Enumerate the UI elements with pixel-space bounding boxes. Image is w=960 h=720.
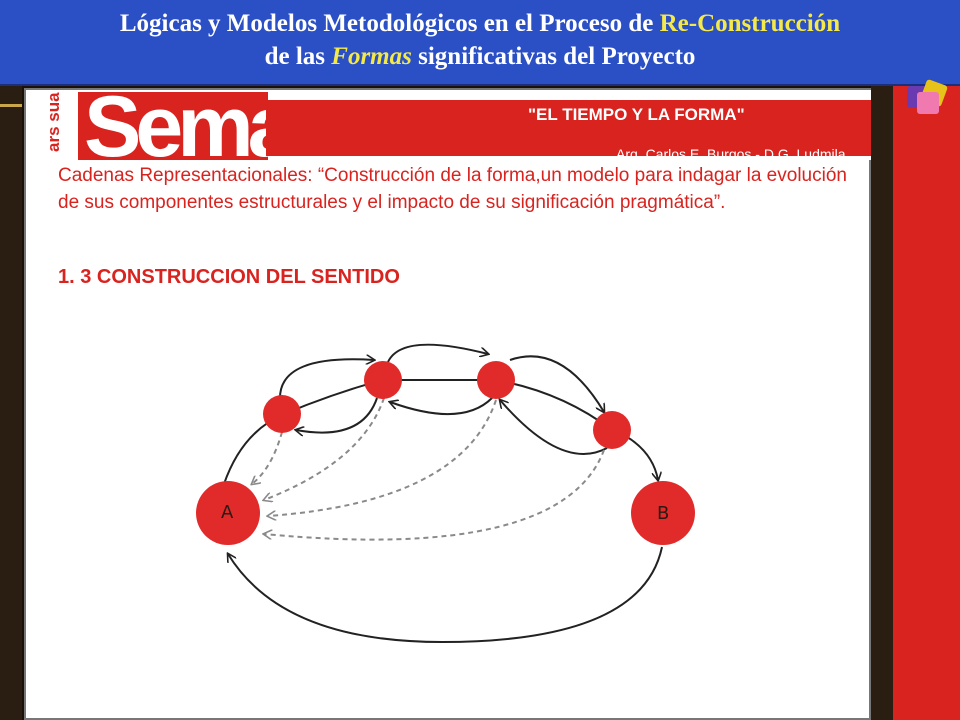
chain-node xyxy=(593,411,631,449)
node-b xyxy=(631,481,695,545)
feedback-dashed xyxy=(264,449,605,541)
return-arc-b-to-a xyxy=(228,546,663,644)
left-decor-strip xyxy=(0,86,22,720)
node-a-label: A xyxy=(221,502,234,523)
title-text: Lógicas y Modelos Metodológicos en el Pr… xyxy=(119,10,660,37)
slide-title: Lógicas y Modelos Metodológicos en el Pr… xyxy=(0,0,960,86)
title-highlight: Re-Construcción xyxy=(659,10,841,37)
title-highlight-italic: Formas xyxy=(331,43,412,70)
section-heading: 1. 3 CONSTRUCCION DEL SENTIDO xyxy=(58,266,400,288)
title-line-1: Lógicas y Modelos Metodológicos en el Pr… xyxy=(0,7,960,40)
node-a xyxy=(196,481,260,545)
chain-node xyxy=(477,361,515,399)
right-red-bar xyxy=(893,78,960,720)
backward-loop xyxy=(500,400,608,455)
title-text: de las xyxy=(264,43,332,70)
chain-node xyxy=(364,361,402,399)
node-b-label: B xyxy=(657,503,669,524)
backward-loop xyxy=(390,397,493,416)
decor-line xyxy=(0,104,22,107)
slide-subtitle: Cadenas Representacionales: “Construcció… xyxy=(58,165,847,213)
header-red-band: "EL TIEMPO Y LA FORMA" Arq. Carlos E. Bu… xyxy=(266,100,871,178)
right-dark-strip xyxy=(871,86,893,720)
forward-loop xyxy=(509,355,604,412)
logo-wordmark: Sema xyxy=(84,79,295,175)
logo-red-block xyxy=(78,92,268,160)
feedback-dashed xyxy=(268,399,497,516)
header-authors: Arq. Carlos E. Burgos - D.G. Ludmila Str… xyxy=(616,146,846,178)
embedded-slide: ars sua Sema "EL TIEMPO Y LA FORMA" Arq.… xyxy=(24,79,871,720)
feedback-dashed xyxy=(264,397,385,500)
backward-loop xyxy=(296,397,378,433)
forward-loop xyxy=(279,359,374,399)
construction-diagram: A B xyxy=(196,343,695,644)
feedback-dashed xyxy=(252,431,283,484)
forward-loop xyxy=(387,343,488,363)
decor-square-pink xyxy=(917,92,939,114)
slide-header: ars sua Sema "EL TIEMPO Y LA FORMA" Arq.… xyxy=(26,79,871,178)
title-line-2: de las Formas significativas del Proyect… xyxy=(0,40,960,73)
chain-node xyxy=(263,395,301,433)
chain-arc xyxy=(223,379,613,485)
title-text: significativas del Proyecto xyxy=(411,43,696,70)
header-tagline: "EL TIEMPO Y LA FORMA" xyxy=(528,105,745,124)
